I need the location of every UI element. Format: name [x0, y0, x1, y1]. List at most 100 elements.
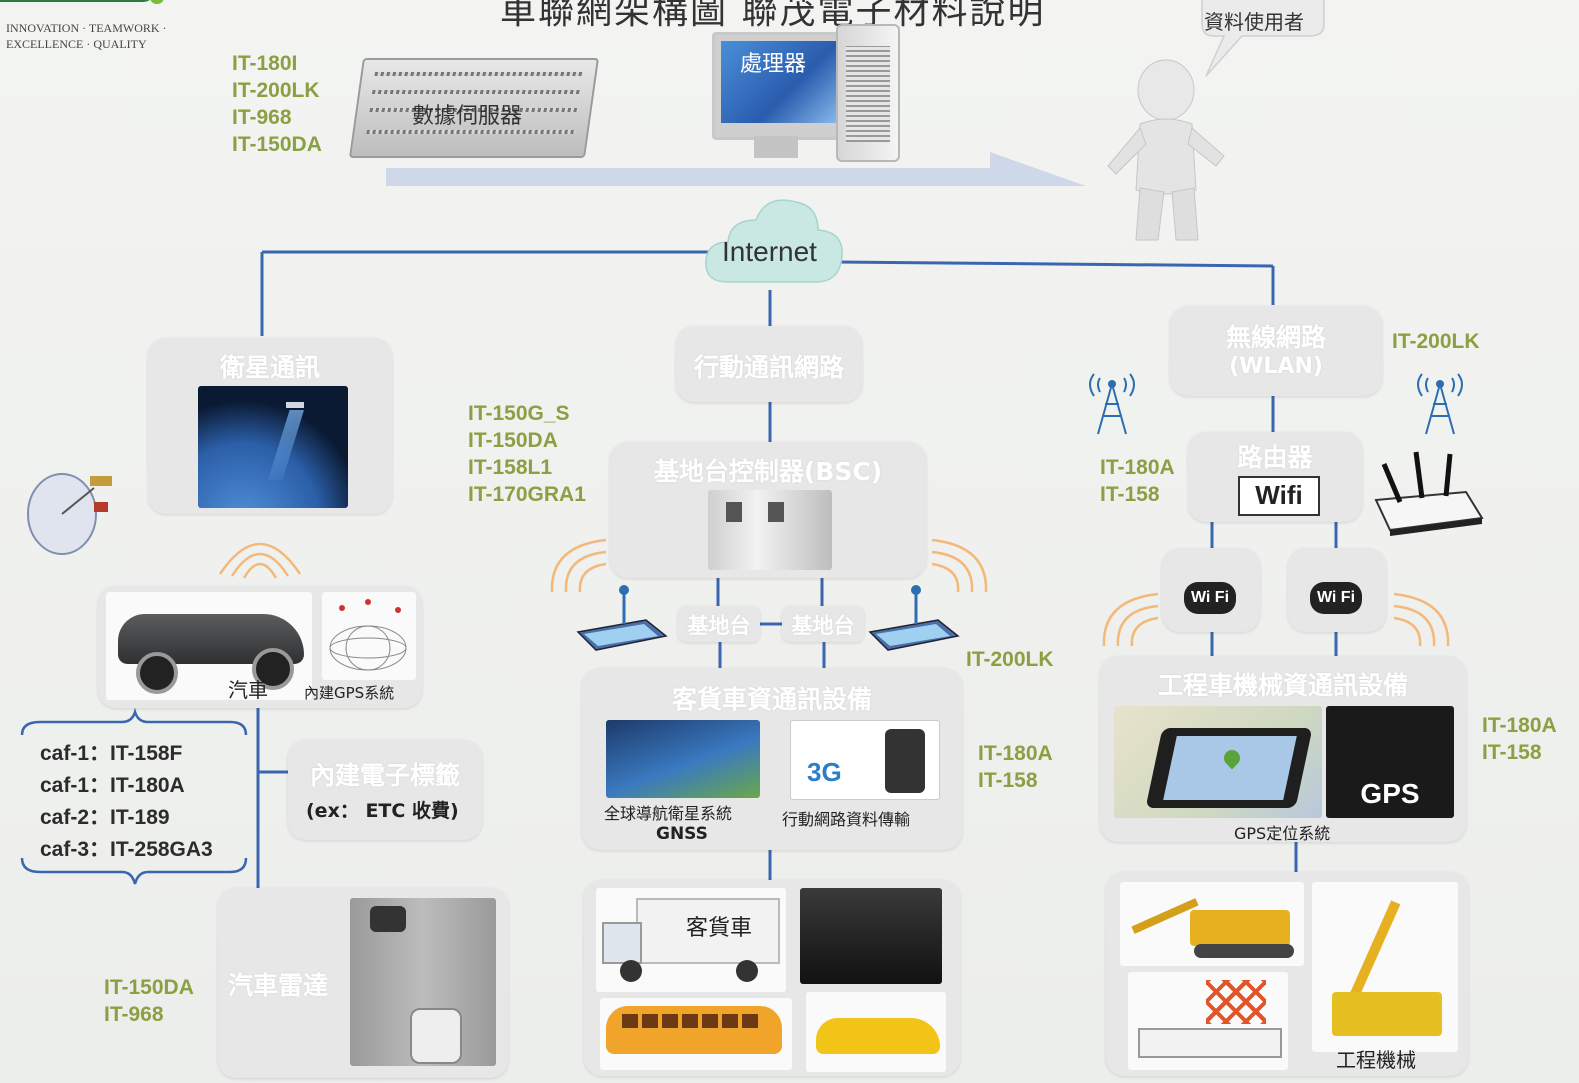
mobile-network-header: 行動通訊網路 — [693, 353, 844, 382]
machinery-equipment-panel: 工程車機械資通訊設備 GPS GPS定位系統 — [1100, 656, 1466, 843]
router-codes: IT-180A IT-158 — [1100, 454, 1175, 508]
radar-code: IT-150DA — [104, 976, 194, 999]
machinery-code: IT-158 — [1482, 741, 1542, 764]
bsc-code: IT-150G_S — [468, 402, 570, 425]
wlan-code: IT-200LK — [1392, 330, 1480, 353]
router-code: IT-180A — [1100, 456, 1175, 479]
scissor-lift-image — [1128, 972, 1288, 1070]
bsc-code: IT-158L1 — [468, 456, 553, 479]
server-code: IT-150DA — [232, 133, 322, 156]
machinery-panel: 工程機械 — [1106, 872, 1468, 1076]
monitor-image — [712, 32, 846, 140]
signal-wave-bsc-right — [931, 538, 988, 593]
wireless-router-image — [1374, 451, 1484, 536]
mobile-data-caption: 行動網路資料傳輸 — [782, 810, 911, 829]
caf-code: caf-3：IT-258GA3 — [40, 838, 213, 861]
bsc-header: 基地台控制器(BSC) — [653, 457, 883, 486]
bsc-cabinet-image — [708, 490, 832, 570]
equipment-code: IT-158 — [978, 769, 1038, 792]
gps-caption: 內建GPS系統 — [304, 684, 395, 702]
crane-truck-image — [1312, 882, 1458, 1052]
tablet-map-image — [1114, 706, 1322, 818]
caf-code: caf-2：IT-189 — [40, 806, 170, 829]
etag-header: 內建電子標籤 — [309, 761, 460, 790]
wifi-logo-text: Wifi — [1255, 480, 1303, 510]
car-caption: 汽車 — [228, 678, 268, 702]
radar-code: IT-968 — [104, 1003, 164, 1026]
gps-satellite-image — [322, 592, 416, 680]
monitor-stand — [754, 136, 798, 158]
satellite-panel: 衛星通訊 — [148, 338, 392, 514]
data-flow-arrow — [386, 152, 1086, 186]
bus-image — [600, 998, 792, 1070]
caf-codes: caf-1：IT-158F caf-1：IT-180A caf-2：IT-189… — [40, 738, 213, 866]
signal-wave-bsc-left — [550, 538, 607, 593]
signal-wave-wifi-right — [1393, 592, 1450, 647]
base-station-1: 基地台 — [678, 606, 760, 642]
signal-wave-satellite — [218, 542, 302, 579]
gnss-image — [606, 720, 760, 798]
server-label: 數據伺服器 — [412, 104, 523, 129]
radar-codes: IT-150DA IT-968 — [104, 974, 194, 1028]
vehicle-panel: 客貨車 — [584, 880, 960, 1076]
caf-bracket — [20, 707, 248, 885]
machinery-header: 工程車機械資通訊設備 — [1157, 671, 1408, 700]
page-title: 車聯網架構圖 聯茂電子材料說明 — [500, 0, 1046, 32]
bsc-codes: IT-150G_S IT-150DA IT-158L1 IT-170GRA1 — [468, 400, 586, 508]
router-panel: 路由器 Wifi — [1188, 432, 1362, 522]
wifi-logo: Wifi — [1238, 476, 1320, 516]
bsc-code: IT-170GRA1 — [468, 483, 586, 506]
radar-road-image — [350, 898, 496, 1066]
satellite-dish-icon — [27, 473, 112, 555]
router-header: 路由器 — [1237, 443, 1313, 472]
caf-code: caf-1：IT-158F — [40, 742, 183, 765]
server-code: IT-200LK — [232, 79, 320, 102]
taxi-image — [806, 992, 946, 1072]
satellite-earth-image — [198, 386, 348, 508]
equipment-header: 客貨車資通訊設備 — [671, 685, 872, 714]
slogan-line-1: INNOVATION · TEAMWORK · — [6, 21, 167, 35]
router-code: IT-158 — [1100, 483, 1160, 506]
server-codes: IT-180I IT-200LK IT-968 IT-150DA — [232, 50, 322, 158]
mobile-data-image: 3G — [790, 720, 940, 800]
processor-label: 處理器 — [740, 52, 807, 77]
gps-device-image: GPS — [1326, 706, 1454, 818]
car-panel: 汽車 內建GPS系統 — [98, 586, 422, 708]
equipment-codes: IT-180A IT-158 — [978, 740, 1053, 794]
wlan-header-line-1: 無線網路 — [1225, 323, 1326, 352]
server-code: IT-968 — [232, 106, 292, 129]
tower-image — [836, 24, 900, 162]
dashboard-image — [800, 888, 942, 984]
wifi-node-icon: Wi Fi — [1310, 582, 1362, 614]
phone-tower-left-icon — [576, 585, 668, 651]
mobile-network-panel: 行動通訊網路 — [676, 326, 862, 402]
phone-tower-right-icon — [868, 585, 960, 651]
machinery-code: IT-180A — [1482, 714, 1557, 737]
car-image — [106, 592, 312, 700]
bsc-code: IT-150DA — [468, 429, 558, 452]
user-label: 資料使用者 — [1204, 10, 1304, 34]
caf-code: caf-1：IT-180A — [40, 774, 185, 797]
machinery-codes: IT-180A IT-158 — [1482, 712, 1557, 766]
company-logo — [0, 0, 164, 12]
radar-header: 汽車雷達 — [228, 971, 329, 1000]
gps-system-caption: GPS定位系統 — [1234, 824, 1331, 843]
gps-device-text: GPS — [1360, 778, 1420, 809]
truck-caption: 客貨車 — [686, 916, 753, 941]
wifi-node-icon: Wi Fi — [1184, 582, 1236, 614]
server-code: IT-180I — [232, 52, 298, 75]
satellite-header: 衛星通訊 — [219, 353, 320, 382]
bsc-panel: 基地台控制器(BSC) — [610, 442, 926, 578]
base-station-label: 基地台 — [687, 614, 751, 638]
etag-example: (ex： ETC 收費) — [306, 800, 459, 822]
equipment-code: IT-180A — [978, 742, 1053, 765]
antenna-tower-left-icon — [1089, 373, 1135, 435]
wlan-header-line-2: (WLAN) — [1229, 354, 1323, 379]
wifi-node-1: Wi Fi — [1162, 548, 1260, 632]
equipment-panel: 客貨車資通訊設備 全球導航衛星系統 GNSS 3G 行動網路資料傳輸 — [582, 668, 962, 850]
speech-bubble — [1201, 0, 1325, 77]
internet-cloud — [705, 199, 843, 283]
truck-image — [596, 888, 786, 992]
wifi-node-2: Wi Fi — [1288, 548, 1386, 632]
